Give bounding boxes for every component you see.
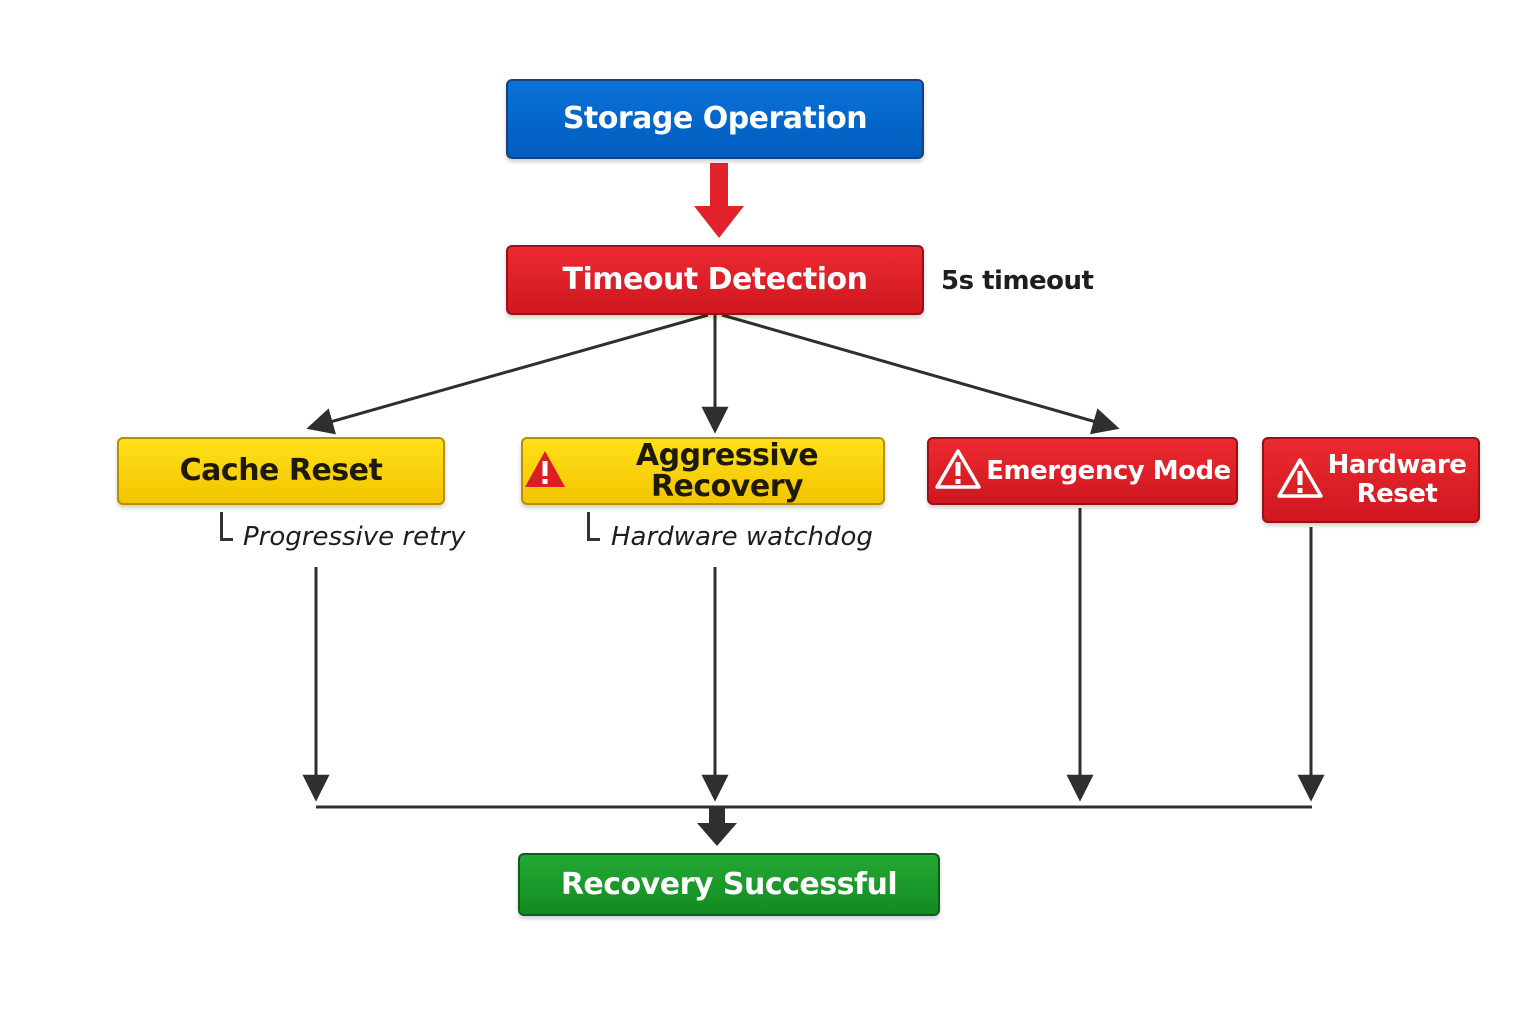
recovery-successful-node: Recovery Successful	[518, 853, 940, 916]
arrow-merge-to-recovery-successful	[697, 808, 737, 846]
aggressive-recovery-label: Aggressive Recovery	[635, 437, 819, 504]
timeout-detection-label: Timeout Detection	[562, 262, 868, 298]
hardware-reset-label: Hardware Reset	[1328, 451, 1467, 508]
arrow-timeout-to-cache-reset	[306, 313, 709, 435]
timeout-note: 5s timeout	[941, 266, 1094, 296]
hardware-reset-label-line-1: Hardware	[1327, 450, 1467, 481]
emergency-mode-label: Emergency Mode	[986, 455, 1231, 486]
cache-reset-node: Cache Reset	[117, 437, 445, 505]
hardware-watchdog-bracket	[587, 512, 600, 541]
progressive-retry-bracket	[220, 512, 233, 541]
timeout-detection-node: Timeout Detection	[506, 245, 924, 315]
warning-outline-icon	[1276, 457, 1324, 503]
hardware-reset-node: Hardware Reset	[1262, 437, 1480, 523]
emergency-mode-node: Emergency Mode	[927, 437, 1238, 505]
storage-operation-node: Storage Operation	[506, 79, 924, 159]
recovery-successful-label: Recovery Successful	[560, 866, 898, 902]
warning-outline-icon	[934, 448, 982, 494]
arrow-timeout-to-emergency-mode	[721, 313, 1120, 435]
storage-operation-label: Storage Operation	[562, 101, 868, 137]
hardware-watchdog-note: Hardware watchdog	[611, 522, 873, 552]
warning-filled-icon	[523, 449, 567, 493]
progressive-retry-note: Progressive retry	[243, 522, 466, 552]
hardware-reset-label-line-2: Reset	[1356, 479, 1438, 509]
arrow-storage-to-timeout	[694, 163, 744, 238]
aggressive-recovery-node: Aggressive Recovery	[521, 437, 885, 505]
cache-reset-label: Cache Reset	[179, 453, 383, 489]
